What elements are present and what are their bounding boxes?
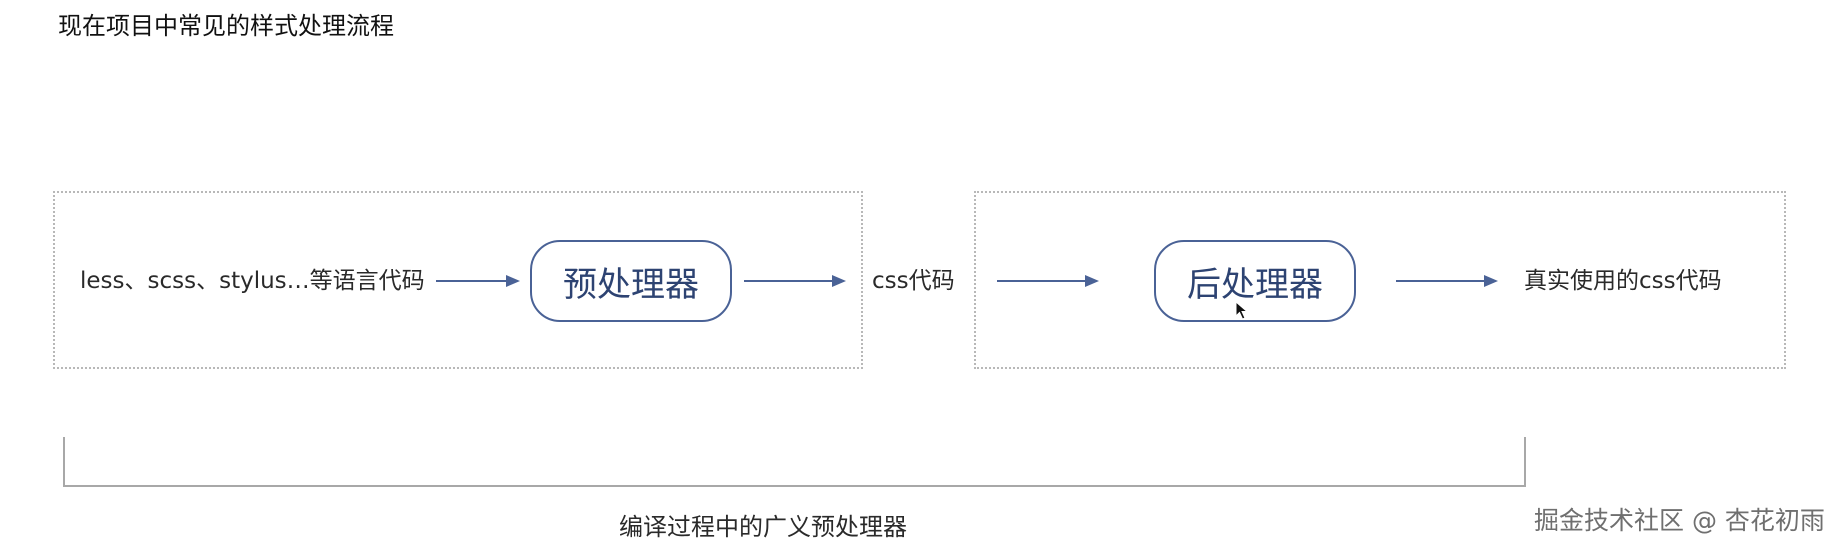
arrow-postprocessor-to-output: [1396, 275, 1498, 287]
post-processing-group: [974, 191, 1786, 369]
arrow-source-to-preprocessor: [436, 275, 520, 287]
source-code-label: less、scss、stylus…等语言代码: [80, 268, 425, 294]
compile-scope-bracket: [63, 437, 1526, 487]
bracket-caption: 编译过程中的广义预处理器: [619, 513, 907, 541]
mouse-cursor-icon: [1235, 301, 1249, 320]
post-processor-node: 后处理器: [1154, 240, 1356, 322]
page-title: 现在项目中常见的样式处理流程: [58, 12, 394, 40]
watermark: 掘金技术社区 @ 杏花初雨: [1534, 506, 1825, 535]
css-code-label: css代码: [872, 268, 955, 294]
arrow-css-to-postprocessor: [997, 275, 1099, 287]
arrow-preprocessor-to-css: [744, 275, 846, 287]
pre-processing-group: [53, 191, 863, 369]
output-code-label: 真实使用的css代码: [1524, 268, 1722, 294]
pre-processor-node: 预处理器: [530, 240, 732, 322]
